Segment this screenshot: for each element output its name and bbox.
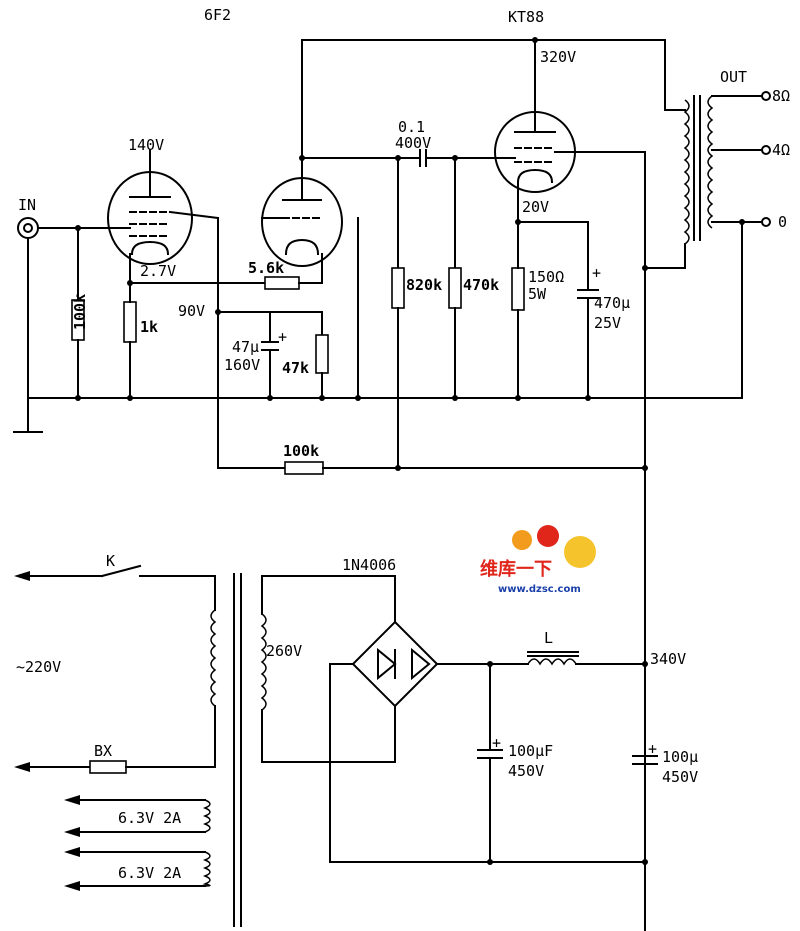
junction [642,661,648,667]
label-90v: 90V [178,302,205,320]
fuse-bx [89,760,127,774]
label-2-7v: 2.7V [140,262,176,280]
junction [267,395,273,401]
secondary-winding [260,613,267,711]
arrow-icon [14,571,30,581]
watermark-text: 维库一下 [480,558,552,580]
label-820k: 820k [406,276,442,294]
label-25v: 25V [594,314,621,332]
label-heater-1: 6.3V 2A [118,809,181,827]
junction [515,395,521,401]
watermark-logo: 维库一下 www.dzsc.com [480,525,596,595]
resistor-5-6k [264,276,300,290]
junction [532,37,538,43]
terminal-8ohm [761,91,771,101]
label-l: L [544,629,553,647]
label-20v: 20V [522,198,549,216]
label-plus: + [648,740,657,758]
output-transformer [683,95,714,245]
junction [452,395,458,401]
resistor-820k [391,267,405,309]
resistor-47k [315,334,329,374]
label-plus: + [492,734,501,752]
junction [585,395,591,401]
label-bx: BX [94,742,112,760]
junction [642,859,648,865]
junction [319,395,325,401]
junction [75,395,81,401]
badge-icon [512,530,532,550]
watermark-url: www.dzsc.com [498,584,581,595]
label-4ohm: 4Ω [772,141,790,159]
label-100k-input: 100k [71,294,89,330]
wire [168,210,220,220]
label-k: K [106,552,115,570]
label-47k: 47k [282,359,309,377]
terminal-0 [761,217,771,227]
input-jack [17,217,39,239]
label-470u: 470μ [594,294,630,312]
junction [299,155,305,161]
label-100u: 100μ [662,748,698,766]
label-1n4006: 1N4006 [342,556,396,574]
heater-winding-1 [64,795,211,837]
label-47u: 47μ [232,338,259,356]
label-470k: 470k [463,276,499,294]
label-220v: ~220V [16,658,61,676]
label-450v: 450V [662,768,698,786]
terminal-4ohm [761,145,771,155]
label-cap-0-1: 0.1 [398,118,425,136]
label-8ohm: 8Ω [772,87,790,105]
label-160v: 160V [224,356,260,374]
label-320v: 320V [540,48,576,66]
label-450v: 450V [508,762,544,780]
label-140v: 140V [128,136,164,154]
switch-k[interactable] [100,564,142,578]
resistor-470k [448,267,462,309]
label-0: 0 [778,213,787,231]
label-100uf: 100μF [508,742,553,760]
label-heater-2: 6.3V 2A [118,864,181,882]
junction [355,395,361,401]
label-340v: 340V [650,650,686,668]
label-out: OUT [720,68,747,86]
junction [215,309,221,315]
label-150-ohm: 150Ω [528,268,564,286]
badge-icon [537,525,559,547]
label-in: IN [18,196,36,214]
label-6f2: 6F2 [204,6,231,24]
junction [127,395,133,401]
label-1k: 1k [140,318,158,336]
resistor-1k [123,301,137,343]
resistor-150-ohm [511,267,525,311]
label-5-6k: 5.6k [248,259,284,277]
resistor-100k-feedback [284,461,324,475]
label-plus: + [278,328,287,346]
label-100k-feedback: 100k [283,442,319,460]
mascot-icon [564,536,596,568]
heater-winding-2 [64,847,211,891]
arrow-icon [14,762,30,772]
bridge-rectifier-1n4006 [351,620,439,708]
label-plus: + [592,264,601,282]
choke-l [527,658,577,666]
primary-winding [210,609,217,707]
label-260v: 260V [266,642,302,660]
label-kt88: KT88 [508,8,544,26]
junction [75,225,81,231]
label-5w: 5W [528,285,547,303]
label-cap-400v: 400V [395,134,431,152]
